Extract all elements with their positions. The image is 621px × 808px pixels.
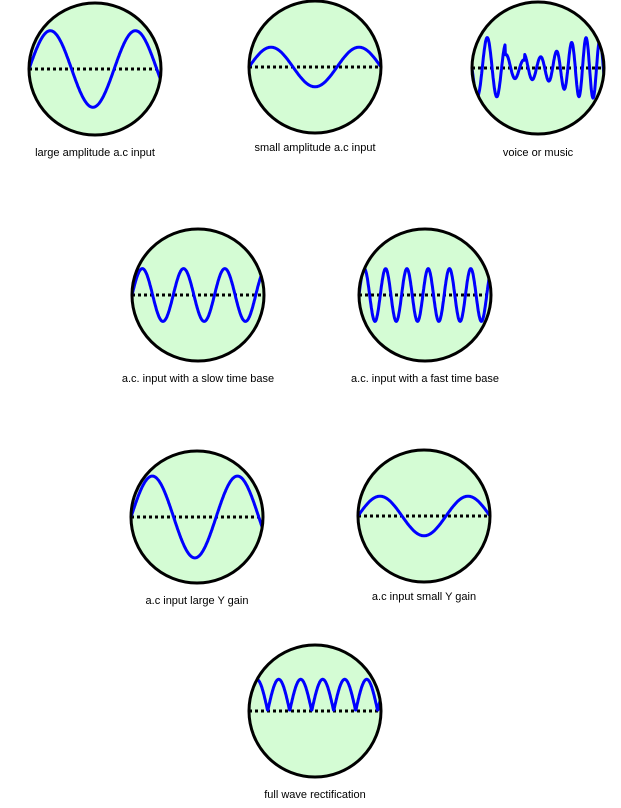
oscilloscope-screen: a.c. input with a fast time base: [351, 227, 499, 385]
waveform-trace: [358, 494, 490, 538]
oscilloscope-screen: a.c input small Y gain: [356, 448, 492, 603]
screen-outline: [130, 227, 266, 363]
scope-caption: a.c. input with a fast time base: [351, 373, 499, 385]
oscilloscope-screen: large amplitude a.c input: [27, 1, 163, 159]
scope-caption: full wave rectification: [264, 789, 366, 801]
screen-outline: [247, 0, 383, 135]
oscilloscope-screen: a.c. input with a slow time base: [122, 227, 274, 385]
oscilloscope-screen: full wave rectification: [247, 643, 383, 801]
scope-caption: large amplitude a.c input: [35, 147, 155, 159]
waveform-trace: [249, 677, 381, 712]
screen-outline: [129, 449, 265, 585]
waveform-trace: [132, 267, 264, 323]
oscilloscope-screen: small amplitude a.c input: [247, 0, 383, 154]
scope-caption: a.c input small Y gain: [372, 591, 476, 603]
screen-outline: [247, 643, 383, 779]
scope-caption: a.c. input with a slow time base: [122, 373, 274, 385]
waveform-trace: [359, 267, 491, 323]
waveform-trace: [249, 45, 381, 89]
scope-caption: small amplitude a.c input: [254, 142, 375, 154]
waveform-trace: [472, 36, 604, 100]
screen-outline: [27, 1, 163, 137]
waveform-trace: [131, 474, 263, 560]
oscilloscope-screen: a.c input large Y gain: [129, 449, 265, 607]
oscilloscope-screen: voice or music: [470, 0, 606, 159]
screen-outline: [357, 227, 493, 363]
waveform-trace: [29, 29, 161, 109]
screen-outline: [356, 448, 492, 584]
screen-outline: [470, 0, 606, 136]
scope-caption: voice or music: [503, 147, 574, 159]
scope-caption: a.c input large Y gain: [146, 595, 249, 607]
